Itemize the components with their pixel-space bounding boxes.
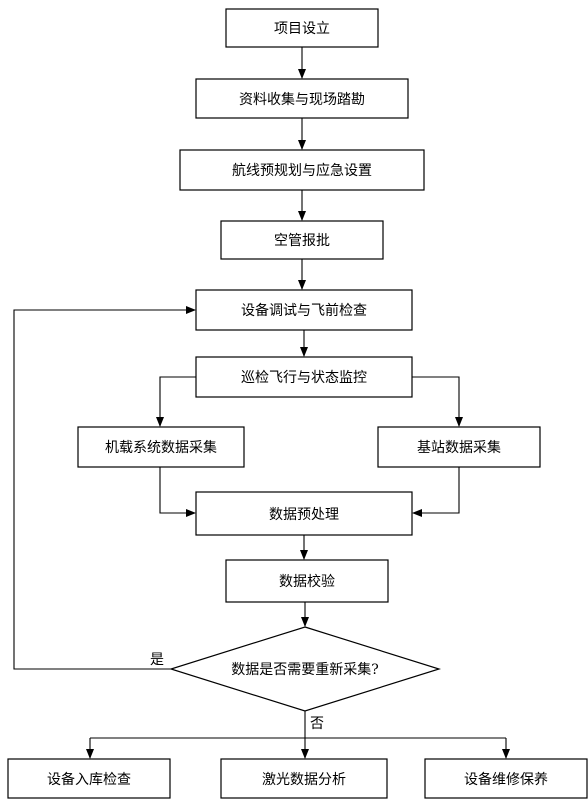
edge-flight-to-base-station (412, 376, 463, 427)
edge-flight-to-airborne (156, 376, 196, 427)
node-preprocessing-label: 数据预处理 (269, 507, 339, 523)
node-equipment-check-label: 设备调试与飞前检查 (241, 302, 367, 319)
node-laser-analysis-label: 激光数据分析 (262, 771, 346, 788)
edge-base-station-to-preprocessing (412, 467, 460, 517)
node-base-station-collection-label: 基站数据采集 (417, 439, 501, 456)
edge-airborne-to-preprocessing (159, 467, 196, 517)
node-preprocessing: 数据预处理 (195, 491, 413, 536)
node-maintenance-label: 设备维修保养 (464, 771, 548, 788)
node-laser-analysis: 激光数据分析 (220, 758, 388, 799)
node-route-planning-label: 航线预规划与应急设置 (232, 162, 372, 179)
node-maintenance: 设备维修保养 (424, 758, 588, 799)
node-equipment-check: 设备调试与飞前检查 (195, 289, 413, 331)
node-route-planning: 航线预规划与应急设置 (179, 149, 425, 191)
node-verification-label: 数据校验 (279, 573, 335, 590)
node-airborne-collection-label: 机载系统数据采集 (105, 439, 217, 456)
node-patrol-flight-label: 巡检飞行与状态监控 (241, 370, 367, 386)
node-patrol-flight: 巡检飞行与状态监控 (195, 356, 413, 398)
node-data-collection-survey-label: 资料收集与现场踏勘 (239, 91, 365, 108)
node-airspace-approval-label: 空管报批 (274, 233, 330, 249)
node-data-collection-survey: 资料收集与现场踏勘 (195, 78, 409, 119)
node-decision: 数据是否需要重新采集? (168, 626, 442, 712)
node-base-station-collection: 基站数据采集 (377, 426, 541, 468)
edge-label-yes: 是 (150, 652, 164, 668)
node-verification: 数据校验 (225, 559, 389, 603)
node-project-setup-label: 项目设立 (274, 21, 330, 37)
node-decision-label: 数据是否需要重新采集? (231, 661, 379, 678)
node-storage-check-label: 设备入库检查 (47, 771, 131, 788)
node-airborne-collection: 机载系统数据采集 (77, 426, 245, 468)
node-airspace-approval: 空管报批 (220, 220, 384, 260)
node-storage-check: 设备入库检查 (7, 758, 171, 799)
edge-label-no: 否 (310, 716, 324, 732)
node-project-setup: 项目设立 (225, 8, 379, 48)
edge-decision-yes-loop (13, 306, 196, 670)
